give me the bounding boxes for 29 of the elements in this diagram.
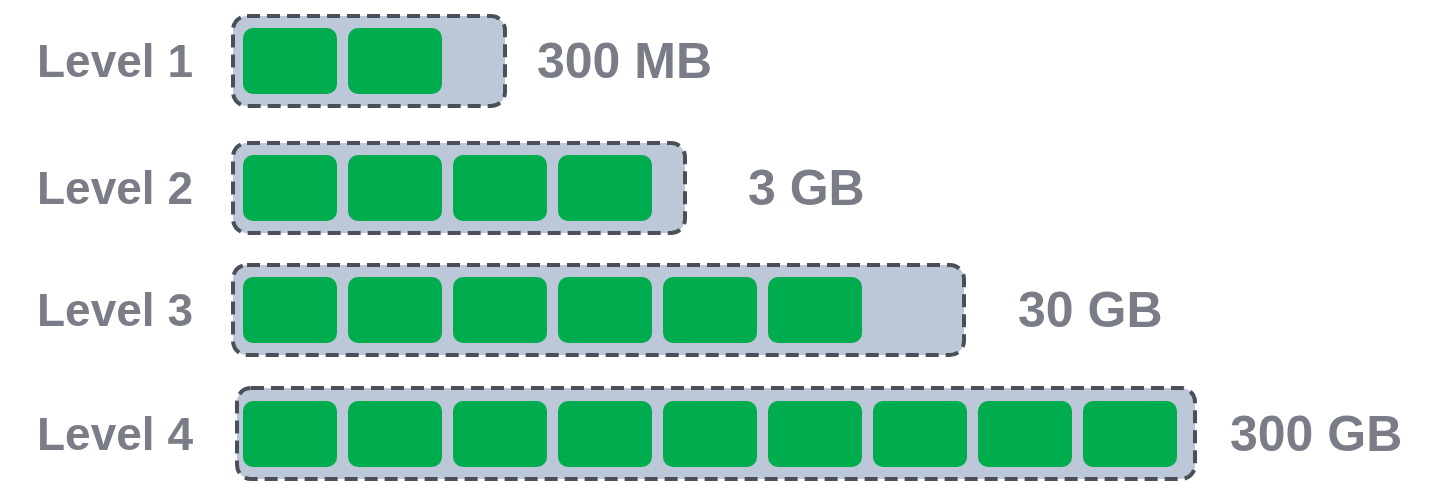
filled-block <box>873 400 967 467</box>
size-label: 300 MB <box>537 36 713 86</box>
level-label: Level 4 <box>37 410 193 457</box>
filled-block <box>348 400 442 467</box>
filled-block <box>558 277 652 343</box>
size-label: 300 GB <box>1230 408 1403 459</box>
filled-block <box>348 28 442 94</box>
filled-block <box>768 277 862 343</box>
level-label: Level 2 <box>37 165 193 211</box>
filled-block <box>348 155 442 221</box>
level-label: Level 3 <box>37 287 193 333</box>
filled-block <box>768 400 862 467</box>
filled-block <box>348 277 442 343</box>
filled-block <box>243 400 337 467</box>
filled-block <box>243 277 337 343</box>
filled-block <box>663 277 757 343</box>
level-label: Level 1 <box>37 38 193 84</box>
filled-block <box>558 155 652 221</box>
size-label: 3 GB <box>748 163 865 213</box>
filled-block <box>453 400 547 467</box>
filled-block <box>663 400 757 467</box>
filled-block <box>453 155 547 221</box>
size-label: 30 GB <box>1018 285 1163 335</box>
filled-block <box>558 400 652 467</box>
filled-block <box>1083 400 1177 467</box>
filled-block <box>243 155 337 221</box>
filled-block <box>453 277 547 343</box>
filled-block <box>978 400 1072 467</box>
filled-block <box>243 28 337 94</box>
